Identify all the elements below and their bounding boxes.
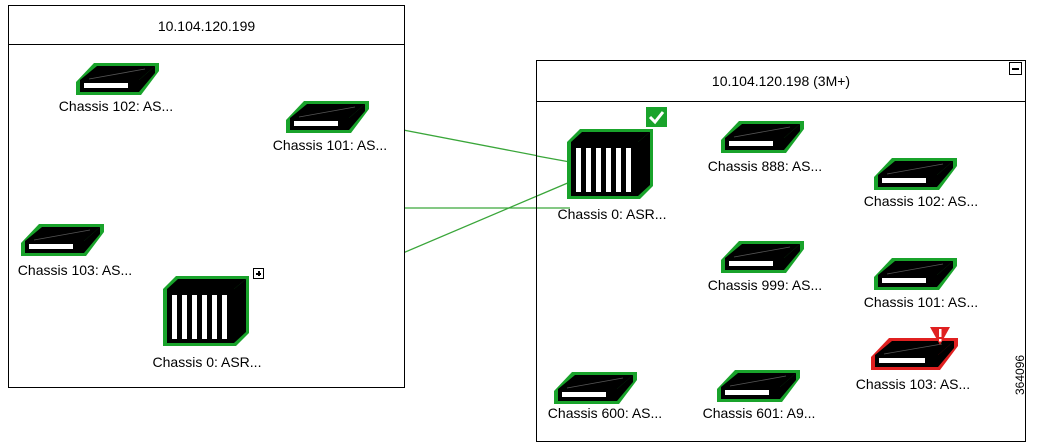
node-l-chassis-101-label: Chassis 101: AS... [272, 137, 388, 153]
node-r-chassis-102-label: Chassis 102: AS... [863, 193, 979, 209]
node-r-chassis-103[interactable] [870, 334, 962, 372]
node-r-chassis-0-label: Chassis 0: ASR... [557, 206, 667, 222]
node-r-chassis-101-label: Chassis 101: AS... [863, 294, 979, 310]
node-l-chassis-103-label: Chassis 103: AS... [17, 262, 133, 278]
node-r-chassis-601[interactable] [716, 366, 804, 404]
node-l-chassis-102-label: Chassis 102: AS... [58, 98, 174, 114]
switch-icon [721, 241, 804, 273]
node-r-chassis-999[interactable] [720, 237, 808, 275]
node-l-chassis-0[interactable] [162, 275, 252, 347]
alert-triangle-icon [929, 326, 951, 351]
chassis-icon [163, 276, 249, 346]
switch-icon [874, 258, 957, 290]
switch-icon [871, 338, 958, 370]
switch-icon [286, 101, 369, 133]
switch-icon [874, 158, 957, 190]
collapse-icon[interactable] [1009, 62, 1022, 75]
node-r-chassis-600-label: Chassis 600: AS... [547, 405, 663, 421]
group-right-title: 10.104.120.198 (3M+) [537, 61, 1025, 102]
node-r-chassis-888[interactable] [720, 117, 808, 155]
switch-icon [717, 370, 800, 402]
switch-icon [76, 63, 159, 95]
node-l-chassis-102[interactable] [75, 59, 163, 97]
node-r-chassis-101[interactable] [873, 254, 961, 292]
checkmark-icon [646, 107, 667, 127]
figure-id: 364096 [1013, 354, 1027, 395]
node-r-chassis-103-label: Chassis 103: AS... [855, 376, 971, 392]
node-r-chassis-0[interactable] [566, 128, 656, 200]
node-l-chassis-103[interactable] [20, 220, 108, 258]
switch-icon [554, 372, 637, 404]
node-r-chassis-999-label: Chassis 999: AS... [707, 277, 823, 293]
switch-icon [721, 121, 804, 153]
node-r-chassis-601-label: Chassis 601: A9... [702, 405, 816, 421]
expand-icon[interactable] [253, 268, 264, 279]
group-left-title: 10.104.120.199 [9, 6, 404, 45]
chassis-icon [567, 129, 653, 199]
switch-icon [21, 224, 104, 256]
node-r-chassis-600[interactable] [553, 368, 641, 406]
node-r-chassis-102[interactable] [873, 154, 961, 192]
node-r-chassis-888-label: Chassis 888: AS... [707, 158, 823, 174]
node-l-chassis-101[interactable] [285, 97, 373, 135]
node-l-chassis-0-label: Chassis 0: ASR... [152, 354, 262, 370]
